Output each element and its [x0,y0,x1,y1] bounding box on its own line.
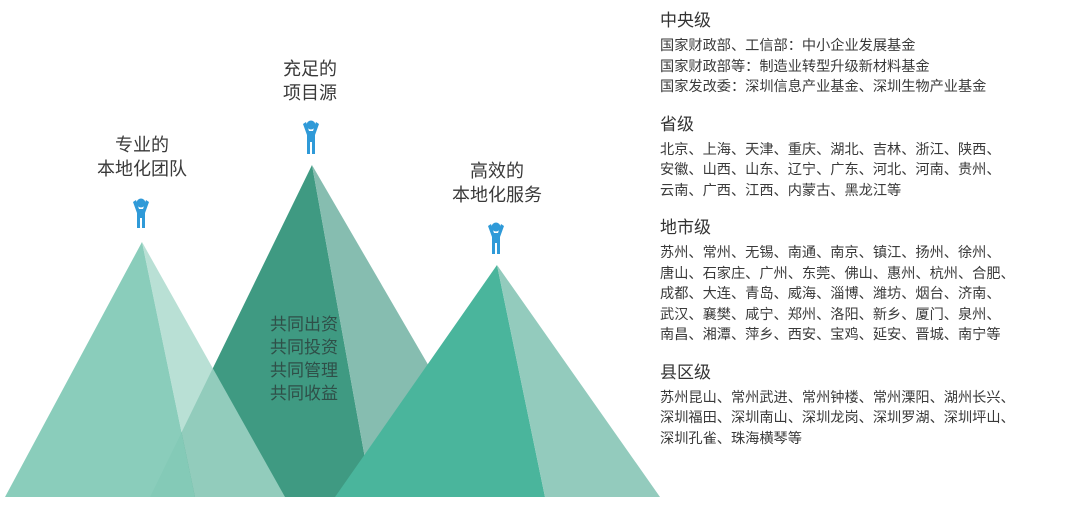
person-icon-middle [303,120,319,154]
section-line: 南昌、湘潭、萍乡、西安、宝鸡、延安、晋城、南宁等 [660,327,1001,343]
cooperation-list: 共同出资 共同投资 共同管理 共同收益 [270,314,338,406]
cooperation-item: 共同收益 [270,384,338,404]
section-county: 县区级 苏州昆山、常州武进、常州钟楼、常州溧阳、湖州长兴、 深圳福田、深圳南山、… [660,360,1075,450]
mountains-graphic [5,120,660,497]
label-line: 本地化团队 [97,159,187,180]
section-line: 国家发改委：深圳信息产业基金、深圳生物产业基金 [660,79,987,95]
section-title: 地市级 [660,218,711,238]
section-title: 中央级 [660,11,711,31]
label-line: 本地化服务 [452,185,542,206]
right-mountain-shade [497,265,660,497]
section-provincial: 省级 北京、上海、天津、重庆、湖北、吉林、浙江、陕西、 安徽、山西、山东、辽宁、… [660,112,1075,202]
peak-label-right: 高效的 本地化服务 [436,160,558,208]
section-line: 深圳福田、深圳南山、深圳龙岗、深圳罗湖、深圳坪山、 [660,410,1015,426]
label-line: 专业的 [115,135,169,156]
section-title: 县区级 [660,362,711,383]
section-line: 苏州昆山、常州武进、常州钟楼、常州溧阳、湖州长兴、 [660,389,1015,406]
left-mountain-main [5,242,195,497]
section-line: 云南、广西、江西、内蒙古、黑龙江等 [660,182,902,199]
section-line: 深圳孔雀、珠海横琴等 [660,430,802,447]
section-line: 成都、大连、青岛、威海、淄博、潍坊、烟台、济南、 [660,286,1001,302]
section-line: 国家财政部等：制造业转型升级新材料基金 [660,58,930,75]
person-icon-left [133,198,149,228]
label-line: 充足的 [283,59,337,80]
cooperation-item: 共同管理 [270,361,338,381]
section-line: 武汉、襄樊、咸宁、郑州、洛阳、新乡、厦门、泉州、 [660,306,1001,323]
section-line: 苏州、常州、无锡、南通、南京、镇江、扬州、徐州、 [660,245,1001,261]
fund-levels-panel: 中央级 国家财政部、工信部：中小企业发展基金 国家财政部等：制造业转型升级新材料… [660,8,1075,459]
section-line: 安徽、山西、山东、辽宁、广东、河北、河南、贵州、 [660,162,1001,178]
section-line: 唐山、石家庄、广州、东莞、佛山、惠州、杭州、合肥、 [660,265,1015,282]
section-line: 国家财政部、工信部：中小企业发展基金 [660,38,916,54]
cooperation-item: 共同投资 [270,338,338,358]
right-mountain-main [335,265,545,497]
section-line: 北京、上海、天津、重庆、湖北、吉林、浙江、陕西、 [660,141,1001,158]
label-line: 高效的 [470,161,524,182]
section-title: 省级 [660,114,694,135]
peak-label-middle: 充足的 项目源 [250,58,370,106]
person-icon-right [488,222,504,254]
section-central: 中央级 国家财政部、工信部：中小企业发展基金 国家财政部等：制造业转型升级新材料… [660,8,1075,98]
peak-label-left: 专业的 本地化团队 [82,134,202,182]
left-mountain-shade [142,242,285,497]
label-line: 项目源 [283,83,337,104]
section-municipal: 地市级 苏州、常州、无锡、南通、南京、镇江、扬州、徐州、 唐山、石家庄、广州、东… [660,215,1075,346]
cooperation-item: 共同出资 [270,315,338,335]
